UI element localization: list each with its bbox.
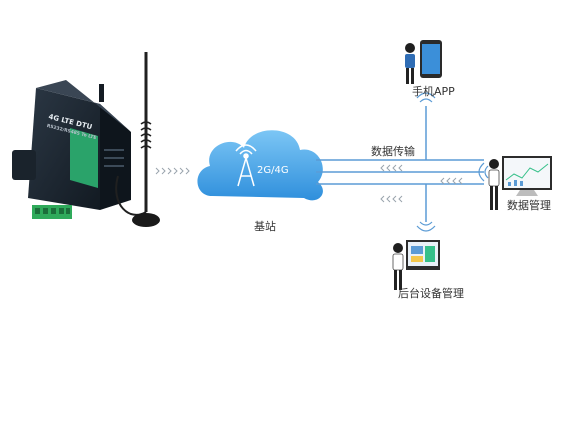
cloud [197, 130, 323, 201]
data-management-figure [488, 156, 552, 210]
tower-icon [235, 144, 257, 187]
backend-management-label: 后台设备管理 [398, 287, 464, 300]
mobile-app-label: 手机APP [412, 85, 455, 98]
data-management-label: 数据管理 [507, 199, 551, 212]
device-status-panel [70, 128, 98, 188]
connection-lines [316, 106, 484, 222]
wifi-icon-backend [416, 221, 436, 232]
data-transfer-label: 数据传输 [371, 145, 415, 158]
signal-chevrons-left [155, 167, 190, 175]
wifi-icon-app [416, 92, 436, 103]
network-label: 2G/4G [257, 165, 289, 176]
base-station-caption: 基站 [254, 220, 276, 233]
mobile-app-figure [405, 40, 442, 84]
wifi-icon-data [478, 162, 489, 182]
antenna [115, 52, 160, 227]
terminal-block [32, 205, 72, 219]
backend-management-figure [392, 240, 440, 290]
device-antenna-stub [99, 84, 104, 102]
dtu-device [12, 80, 131, 219]
signal-chevrons-right [380, 164, 463, 203]
